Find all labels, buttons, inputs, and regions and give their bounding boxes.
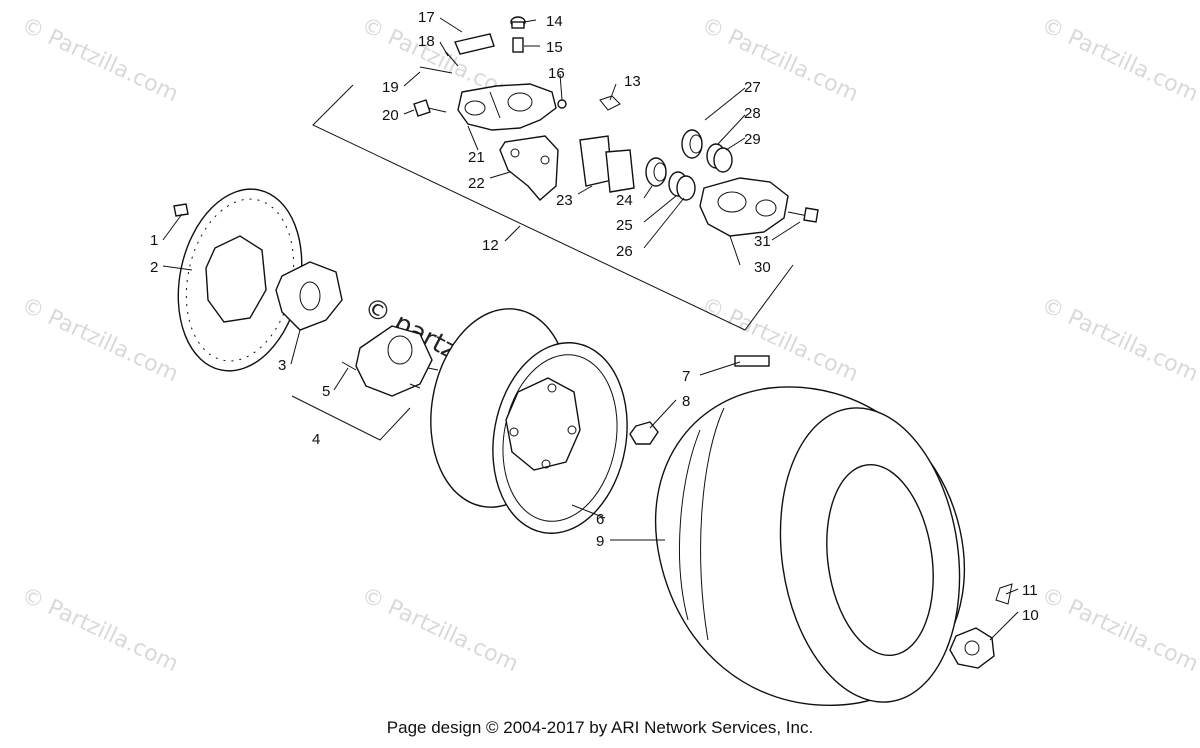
callout-12: 12 [482,237,499,254]
part-31-bolt [787,207,819,223]
part-24-piston [645,157,667,187]
callout-labels: 1 2 3 4 5 6 7 8 9 10 11 12 13 14 15 16 1… [150,9,1039,624]
callout-19: 19 [382,79,399,96]
callout-5: 5 [322,383,330,400]
callout-7: 7 [682,368,690,385]
callout-21: 21 [468,149,485,166]
watermark: © Partzilla.com [17,13,181,107]
part-19-caliper-pin [419,66,453,74]
callout-1: 1 [150,232,158,249]
part-22-bracket [499,135,559,201]
part-5-stud [341,361,357,371]
callout-4: 4 [312,431,320,448]
callout-24: 24 [616,192,633,209]
part-4-hub-studs [355,325,439,397]
callout-16: 16 [548,65,565,82]
watermark: © Partzilla.com [1037,583,1200,677]
part-23-brake-pads [579,135,635,193]
watermark: © Partzilla.com [1037,293,1200,387]
brake-assembly-bracket [312,84,794,331]
part-30-caliper-outer [699,177,789,237]
part-11-cotter-pin [995,583,1013,605]
leader-lines [162,17,1019,641]
part-26-seal [676,175,696,201]
part-9-tire [655,386,965,706]
part-17-shim [454,33,495,55]
part-8-lug-nut [629,421,659,445]
callout-23: 23 [556,192,573,209]
callout-22: 22 [468,175,485,192]
watermark: © Partzilla.com [17,293,181,387]
callout-17: 17 [418,9,435,26]
callout-30: 30 [754,259,771,276]
part-20-bolt [413,99,447,117]
part-15-bleeder-valve [512,37,524,53]
part-18-pin [445,51,459,67]
callout-15: 15 [546,39,563,56]
part-29-seal [713,147,733,173]
page-footer: Page design © 2004-2017 by ARI Network S… [386,718,814,737]
watermark: © Partzilla.com [357,583,521,677]
callout-9: 9 [596,533,604,550]
part-14-bleeder-cap [510,16,526,29]
part-1-disc-bolt [173,203,189,217]
callout-10: 10 [1022,607,1039,624]
watermark: © Partzilla.com [697,293,861,387]
part-10-axle-nut [949,627,995,669]
callout-31: 31 [754,233,771,250]
callout-14: 14 [546,13,563,30]
callout-25: 25 [616,217,633,234]
callout-27: 27 [744,79,761,96]
part-13-clip [599,95,621,111]
callout-11: 11 [1022,582,1038,599]
part-21-caliper-body [457,83,557,131]
watermark: © Partzilla.com [17,583,181,677]
callout-8: 8 [682,393,690,410]
callout-6: 6 [596,511,604,528]
part-27-piston [681,129,703,159]
watermark: © Partzilla.com [697,13,861,107]
callout-29: 29 [744,131,761,148]
part-6-wheel-rim [430,308,628,534]
part-2-brake-disc [177,188,303,372]
callout-3: 3 [278,357,286,374]
callout-26: 26 [616,243,633,260]
callout-2: 2 [150,259,158,276]
part-16-fitting [557,99,567,109]
part-7-valve-stem [734,355,770,367]
callout-18: 18 [418,33,435,50]
callout-28: 28 [744,105,761,122]
callout-20: 20 [382,107,399,124]
part-3-hub [275,261,343,331]
callout-13: 13 [624,73,641,90]
watermark: © Partzilla.com [1037,13,1200,107]
part-4-bracket [291,395,411,441]
